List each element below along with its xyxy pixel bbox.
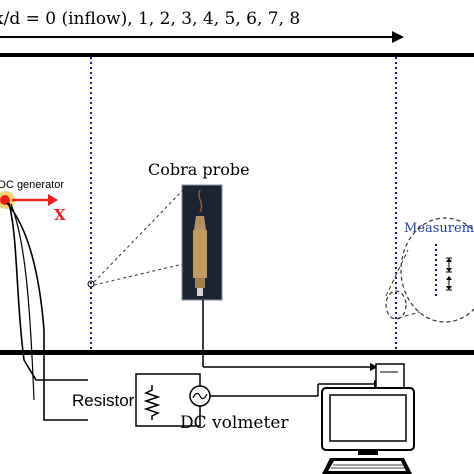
tunnel-top-wall bbox=[0, 53, 474, 57]
computer-icon bbox=[321, 363, 415, 455]
resistor-label: Resistor bbox=[72, 391, 135, 410]
position-label: x/d = 0 (inflow), 1, 2, 3, 4, 5, 6, 7, 8 bbox=[0, 9, 300, 29]
inset-link-top bbox=[385, 249, 409, 297]
cable-middle bbox=[10, 203, 35, 401]
voltmeter-needle bbox=[192, 392, 208, 400]
dc-generator bbox=[0, 195, 10, 205]
cobra-probe-label: Cobra probe bbox=[148, 160, 250, 179]
zoom-line-top bbox=[93, 189, 184, 283]
position-arrow bbox=[0, 31, 404, 43]
inset-link-bottom bbox=[397, 311, 421, 319]
probe-position-marker bbox=[87, 280, 95, 288]
measurement-points bbox=[435, 244, 452, 298]
dc-generator-label: DC generator bbox=[0, 179, 64, 191]
x-axis-label: X bbox=[54, 206, 66, 224]
cable-inner bbox=[8, 202, 88, 381]
x-axis-arrow bbox=[12, 194, 58, 206]
cable-outer bbox=[6, 202, 88, 421]
measurement-label: Measurement bbox=[404, 221, 474, 236]
measurement-point-marker bbox=[385, 290, 407, 320]
dc-voltmeter-label: DC volmeter bbox=[180, 413, 289, 433]
keyboard-icon bbox=[322, 458, 412, 474]
probe-body bbox=[193, 189, 207, 296]
zoom-line-bottom bbox=[93, 263, 184, 286]
probe-cable-arrow bbox=[370, 363, 378, 371]
resistor-icon bbox=[143, 385, 161, 420]
tunnel-bottom-wall bbox=[0, 350, 474, 355]
measurement-inset bbox=[400, 217, 474, 323]
